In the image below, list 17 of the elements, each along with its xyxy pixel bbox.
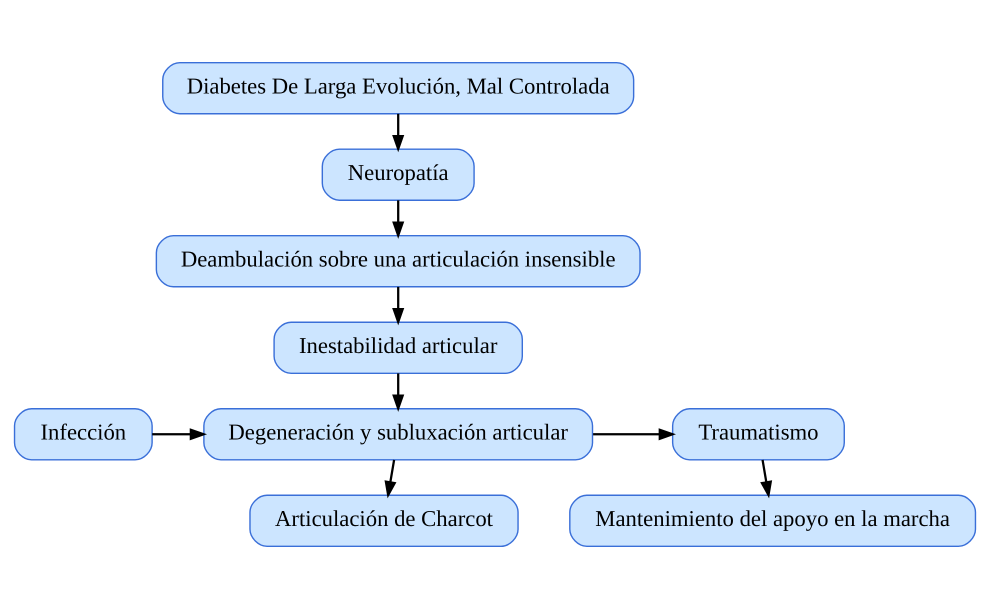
arrow — [593, 428, 676, 440]
node-box: Articulación de Charcot — [249, 494, 519, 547]
arrow — [392, 286, 404, 325]
node-box: Infección — [14, 408, 153, 460]
node-box: Traumatismo — [672, 408, 845, 460]
node-box: Mantenimiento del apoyo en la marcha — [569, 494, 976, 547]
arrow — [384, 459, 396, 498]
node-box: Diabetes De Larga Evolución, Mal Controlada — [162, 61, 634, 114]
arrow — [152, 428, 208, 440]
node-box: Deambulación sobre una articulación insensible — [156, 234, 641, 287]
arrow — [392, 200, 404, 238]
arrow — [392, 113, 404, 152]
node-box: Neuropatía — [322, 148, 475, 200]
node-box: Inestabilidad articular — [273, 321, 524, 374]
arrow — [392, 372, 404, 412]
node-box: Degeneración y subluxación articular — [203, 408, 594, 460]
arrow — [760, 459, 772, 498]
